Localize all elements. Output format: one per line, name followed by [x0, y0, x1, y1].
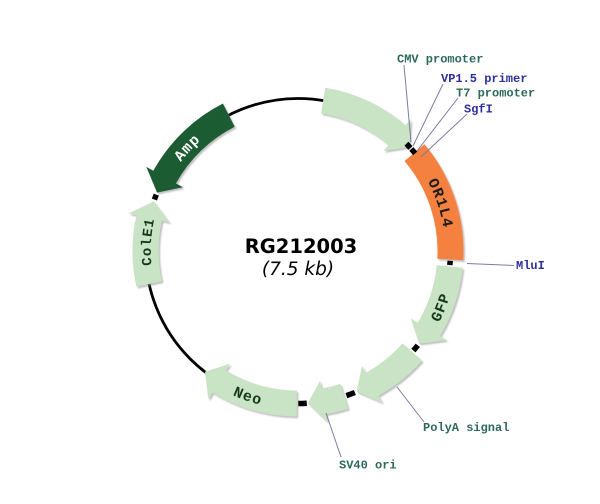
- feature-polya-arrow: [356, 343, 422, 403]
- leader-t7: [416, 97, 459, 152]
- label-sv40: SV40 ori: [339, 459, 397, 473]
- label-vp15: VP1.5 primer: [441, 72, 527, 86]
- leader-polya: [396, 386, 425, 423]
- tick-polya-sv40: [345, 389, 356, 399]
- tick-gfp-polya: [411, 343, 420, 353]
- feature-sv40-arrow: [307, 380, 349, 422]
- feature-neo-arrow: [205, 363, 297, 417]
- label-cmv: CMV promoter: [397, 53, 483, 67]
- feature-cole1-arrow: [128, 201, 170, 287]
- feature-amp-arrow: [146, 103, 235, 193]
- site-ticks: [151, 141, 453, 407]
- label-t7: T7 promoter: [456, 87, 535, 101]
- leader-cmv: [403, 64, 412, 143]
- leader-sv40: [325, 412, 342, 458]
- leader-mlui: [466, 263, 515, 266]
- feature-label-cole1: ColE1: [140, 217, 159, 267]
- leader-sgfi: [420, 113, 468, 158]
- tick-sgfi-b: [409, 147, 418, 156]
- leader-lines: [325, 64, 515, 458]
- label-mlui: MluI: [516, 259, 545, 273]
- plasmid-name: RG212003: [245, 235, 357, 258]
- leader-vp15: [412, 83, 444, 147]
- label-sgfi: SgfI: [464, 103, 493, 117]
- tick-sgfi-a: [404, 141, 413, 150]
- feature-cmv-arrow: [321, 87, 411, 151]
- plasmid-size: (7.5 kb): [262, 259, 334, 280]
- feature-bands: [128, 87, 464, 422]
- label-polya: PolyA signal: [423, 421, 509, 435]
- tick-cole1-amp: [151, 193, 159, 201]
- feature-gfp-arrow: [410, 265, 463, 344]
- feature-or1l4-band: [404, 144, 464, 261]
